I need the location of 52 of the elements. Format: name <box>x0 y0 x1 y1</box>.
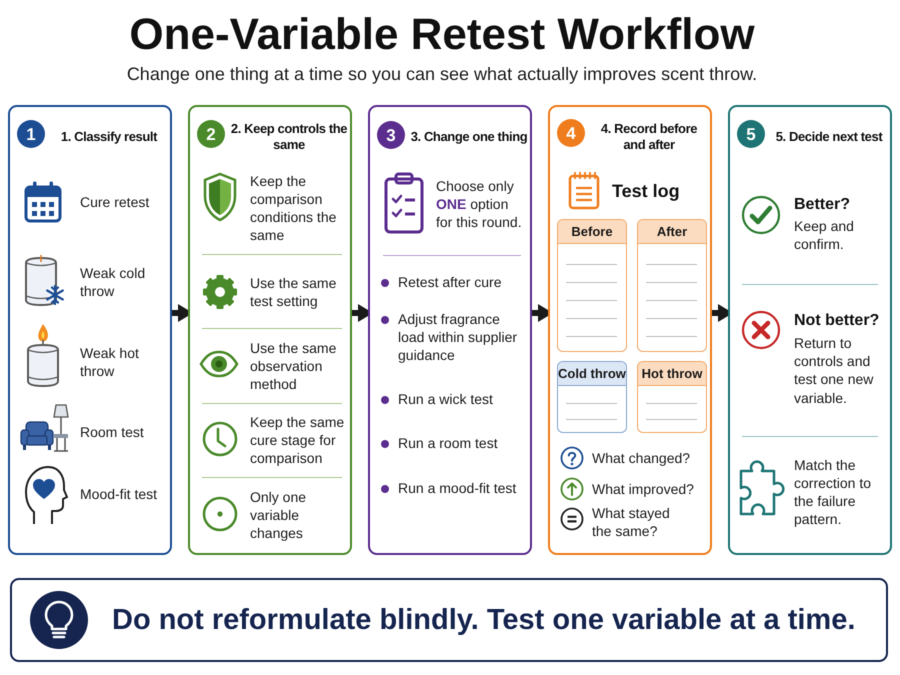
control-step-text: Use the same test setting <box>250 274 338 310</box>
step-number-badge: 5 <box>737 120 765 148</box>
step-panel <box>548 105 712 555</box>
instruction-text: Choose only ONE option for this round. <box>436 176 523 232</box>
log-table <box>637 219 707 352</box>
step-panel <box>8 105 172 555</box>
page-title: One-Variable Retest Workflow <box>129 10 755 60</box>
step-panel <box>728 105 892 555</box>
control-step-text: Keep the same cure stage for comparison <box>250 412 346 468</box>
option-text: Adjust fragrance load within supplier guidance <box>398 310 518 365</box>
step-number-badge: 1 <box>17 120 45 148</box>
decision-text: Match the correction to the failure pattern. <box>794 456 872 528</box>
log-table <box>557 361 627 433</box>
step-heading: 3. Change one thing <box>410 128 528 146</box>
result-type-label: Cure retest <box>80 192 150 212</box>
table-header: Hot throw <box>638 362 706 386</box>
tip-banner <box>10 578 888 662</box>
decision-text: Return to controls and test one new variable. <box>794 334 874 407</box>
table-header: Cold throw <box>558 362 626 386</box>
control-step-text: Only one variable changes <box>250 488 308 542</box>
option-text: Retest after cure <box>398 273 502 292</box>
step-number-badge: 2 <box>197 120 225 148</box>
control-step-text: Use the same observation method <box>250 338 338 394</box>
step-heading: 1. Classify result <box>60 128 158 146</box>
result-type-label: Room test <box>80 422 144 442</box>
question-text: What improved? <box>592 480 694 498</box>
control-step-text: Keep the comparison conditions the same <box>250 172 338 244</box>
decision-heading: Not better? <box>794 310 880 331</box>
step-number-badge: 3 <box>377 121 405 149</box>
decision-heading: Better? <box>794 194 850 215</box>
step-heading: 4. Record before and after <box>600 120 698 154</box>
option-text: Run a wick test <box>398 390 493 408</box>
decision-text: Keep and confirm. <box>794 217 855 254</box>
table-header: Before <box>558 220 626 244</box>
subtitle: Change one thing at a time so you can see what actually improves scent throw. <box>126 64 758 86</box>
log-title: Test log <box>612 180 680 204</box>
step-panel <box>188 105 352 555</box>
option-text: Run a room test <box>398 434 498 452</box>
result-type-label: Mood-fit test <box>80 484 158 504</box>
question-text: What stayed the same? <box>592 504 671 540</box>
tip-text: Do not reformulate blindly. Test one variable at a time. <box>112 602 856 638</box>
table-header: After <box>638 220 706 244</box>
log-table <box>637 361 707 433</box>
option-text: Run a mood-fit test <box>398 479 516 498</box>
result-type-label: Weak cold throw <box>80 264 146 300</box>
step-heading: 5. Decide next test <box>776 128 882 146</box>
step-number-badge: 4 <box>557 119 585 147</box>
result-type-label: Weak hot throw <box>80 344 140 380</box>
question-text: What changed? <box>592 448 690 468</box>
log-table <box>557 219 627 352</box>
step-panel <box>368 105 532 555</box>
step-heading: 2. Keep controls the same <box>230 120 348 154</box>
